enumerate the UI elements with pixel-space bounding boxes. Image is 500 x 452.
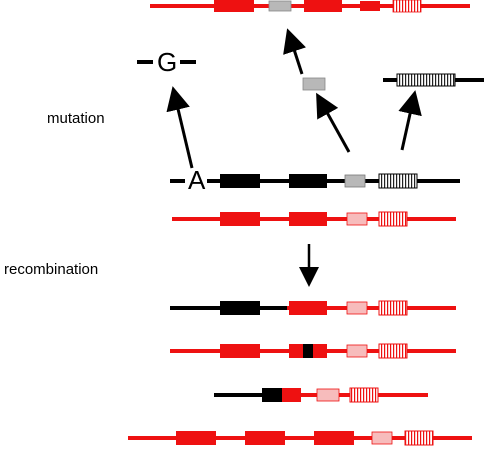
black-striped-box (378, 173, 418, 189)
arrow-to-striped-segment (398, 90, 422, 151)
recombination-label: recombination (4, 261, 99, 278)
red-pink-box (346, 212, 368, 226)
top-red-chromosome (150, 0, 470, 13)
exon-3 (360, 1, 380, 11)
exon-2 (304, 0, 342, 12)
recombinant-1 (170, 300, 456, 316)
red-exon-1 (220, 212, 260, 226)
recombinant-3 (214, 387, 428, 403)
arrow-to-top-chromosome (283, 28, 306, 75)
gray-box (268, 0, 292, 12)
recombinant-2 (170, 343, 456, 359)
black-chromosome (170, 173, 460, 189)
gray-box-isolated (302, 77, 326, 91)
exon-1 (214, 0, 254, 12)
striped-box (392, 0, 422, 13)
mutated-base-letter: G (157, 47, 178, 77)
red-striped-box (378, 211, 408, 227)
mutation-label: mutation (47, 110, 105, 127)
black-exon-1 (220, 174, 260, 188)
arrow-to-gray-box (316, 92, 351, 153)
black-exon-2 (289, 174, 327, 188)
striped-segment-isolated (383, 73, 484, 87)
black-gray-box (344, 174, 366, 188)
red-exon-2 (289, 212, 327, 226)
red-chromosome (172, 211, 456, 227)
arrow-to-g (166, 86, 194, 169)
original-base-letter: A (188, 165, 206, 195)
recombinant-4 (128, 430, 472, 446)
